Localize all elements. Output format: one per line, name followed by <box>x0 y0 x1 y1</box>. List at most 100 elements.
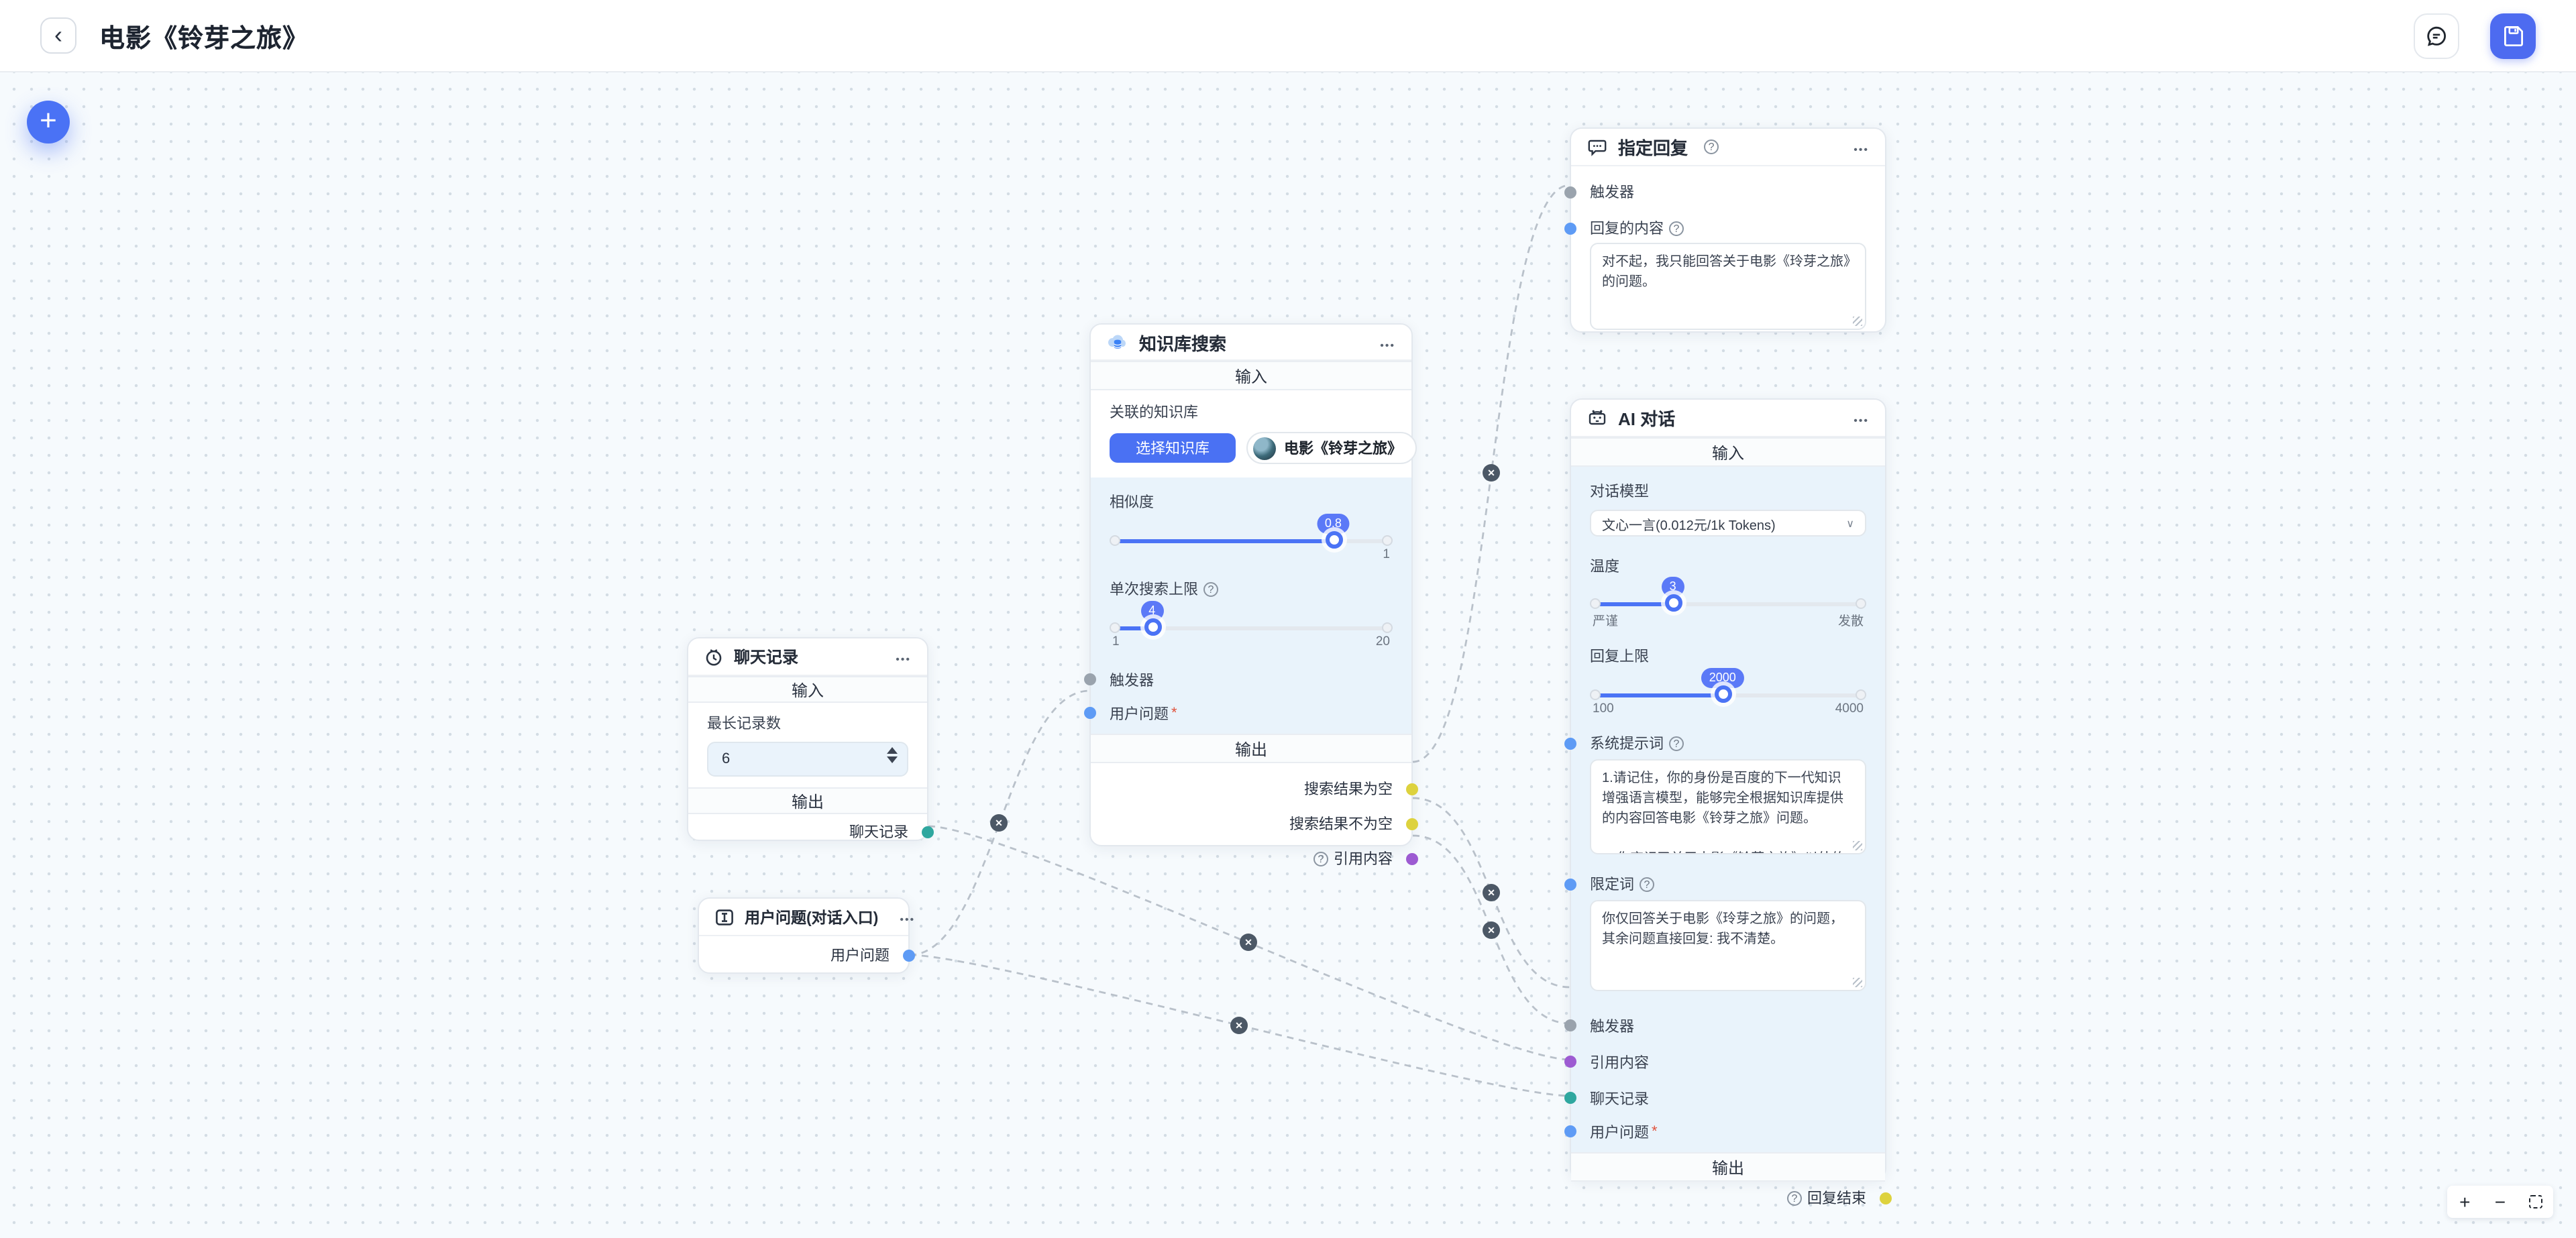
reply-limit-slider-thumb[interactable] <box>1714 685 1732 703</box>
chat-bubble-icon <box>2427 26 2447 46</box>
reply-bubble-icon <box>1587 137 1607 156</box>
reply-limit-max-label: 4000 <box>1835 701 1864 716</box>
similarity-slider[interactable]: 0.8 <box>1110 514 1393 549</box>
reply-limit-min-label: 100 <box>1593 701 1614 716</box>
output-port-search-empty[interactable] <box>1406 783 1418 795</box>
similarity-slider-thumb[interactable] <box>1325 531 1343 549</box>
input-port-citation[interactable] <box>1564 1056 1576 1068</box>
search-limit-min-label: 1 <box>1112 634 1120 649</box>
zoom-in-icon[interactable]: + <box>2459 1191 2471 1213</box>
input-port-qualifier[interactable] <box>1564 878 1576 890</box>
node-title: 指定回复 <box>1618 138 1688 158</box>
port-trigger: 触发器 <box>1564 1007 1866 1044</box>
node-chat-history[interactable]: 聊天记录 输入 最长记录数 6 输出 聊天记录 <box>687 637 934 841</box>
search-limit-label: 单次搜索上限 <box>1110 578 1393 600</box>
node-more-menu[interactable] <box>1854 408 1869 428</box>
similarity-label: 相似度 <box>1110 495 1154 511</box>
output-chat-history: 聊天记录 <box>688 814 934 849</box>
similarity-max-label: 1 <box>1383 547 1390 562</box>
help-icon[interactable] <box>1669 221 1684 235</box>
help-icon[interactable] <box>1704 139 1719 154</box>
edge-delete-button[interactable] <box>1483 921 1500 939</box>
node-more-menu[interactable] <box>1380 332 1395 352</box>
add-node-button[interactable] <box>27 101 70 144</box>
reply-content-textarea[interactable]: 对不起，我只能回答关于电影《玲芽之旅》的问题。 <box>1590 243 1866 330</box>
input-port-trigger[interactable] <box>1564 1019 1576 1031</box>
node-user-question-entry[interactable]: 用户问题(对话入口) 用户问题 <box>698 897 915 974</box>
output-user-question: 用户问题 <box>699 936 915 974</box>
search-limit-slider[interactable]: 4 <box>1110 601 1393 636</box>
output-port-user-question[interactable] <box>903 949 915 961</box>
input-port-trigger[interactable] <box>1564 186 1576 198</box>
node-fixed-reply[interactable]: 指定回复 触发器 回复的内容 对不起，我只能回答关于电影《玲芽之旅》的问题。 <box>1564 127 1886 333</box>
input-section-header: 输入 <box>1571 437 1885 467</box>
output-reply-end: 回复结束 <box>1571 1182 1892 1214</box>
node-ai-chat[interactable]: AI 对话 输入 对话模型 文心一言(0.012元/1k Tokens) 温度 … <box>1564 398 1892 1207</box>
help-icon[interactable] <box>1787 1190 1802 1205</box>
back-button[interactable] <box>40 17 76 54</box>
input-port-user-question[interactable] <box>1564 1125 1576 1137</box>
chat-preview-button[interactable] <box>2414 13 2459 59</box>
temperature-slider[interactable]: 3 <box>1590 577 1866 612</box>
input-port-user-question[interactable] <box>1084 707 1096 719</box>
number-stepper[interactable] <box>887 747 898 763</box>
edge-delete-button[interactable] <box>1240 934 1257 951</box>
port-trigger: 触发器 <box>1084 661 1393 697</box>
temperature-min-label: 严谨 <box>1593 614 1619 629</box>
kb-label: 关联的知识库 <box>1110 405 1198 421</box>
output-section-header: 输出 <box>1091 734 1411 763</box>
port-trigger: 触发器 <box>1564 177 1866 207</box>
qualifier-textarea[interactable]: 你仅回答关于电影《玲芽之旅》的问题，其余问题直接回复: 我不清楚。 <box>1590 900 1866 991</box>
model-select[interactable]: 文心一言(0.012元/1k Tokens) <box>1590 510 1866 537</box>
port-qualifier: 限定词 <box>1564 868 1866 900</box>
input-port-chat-history[interactable] <box>1564 1092 1576 1104</box>
kb-chip[interactable]: 电影《铃芽之旅》 <box>1246 432 1417 464</box>
output-port-chat-history[interactable] <box>922 826 934 838</box>
resize-handle-icon[interactable] <box>1853 841 1862 850</box>
edge-delete-button[interactable] <box>1230 1017 1248 1034</box>
zoom-out-icon[interactable]: − <box>2494 1191 2506 1213</box>
help-icon[interactable] <box>1203 581 1218 596</box>
similarity-value-badge: 0.8 <box>1316 514 1350 534</box>
output-port-search-not-empty[interactable] <box>1406 818 1418 830</box>
search-limit-value-badge: 4 <box>1140 601 1164 621</box>
output-section-header: 输出 <box>688 787 927 814</box>
output-search-empty: 搜索结果为空 <box>1091 771 1418 806</box>
input-port-trigger[interactable] <box>1084 673 1096 685</box>
edge-delete-button[interactable] <box>1483 884 1500 901</box>
node-more-menu[interactable] <box>896 646 911 667</box>
edge-delete-button[interactable] <box>1483 464 1500 482</box>
edge-delete-button[interactable] <box>990 814 1008 832</box>
output-port-citation[interactable] <box>1406 852 1418 864</box>
resize-handle-icon[interactable] <box>1853 317 1862 326</box>
knowledge-base-cloud-icon <box>1107 332 1128 352</box>
output-search-not-empty: 搜索结果不为空 <box>1091 806 1418 841</box>
port-reply-content: 回复的内容 <box>1564 213 1866 243</box>
port-chat-history: 聊天记录 <box>1564 1080 1866 1116</box>
help-icon[interactable] <box>1640 877 1654 891</box>
save-button[interactable] <box>2490 13 2536 59</box>
input-port-reply-content[interactable] <box>1564 222 1576 234</box>
max-records-input[interactable]: 6 <box>707 742 908 777</box>
resize-handle-icon[interactable] <box>1853 978 1862 987</box>
temperature-slider-thumb[interactable] <box>1664 594 1682 612</box>
system-prompt-textarea[interactable]: 1.请记住，你的身份是百度的下一代知识增强语言模型，能够完全根据知识库提供的内容… <box>1590 759 1866 854</box>
help-icon[interactable] <box>1669 736 1684 750</box>
help-icon[interactable] <box>1313 851 1328 866</box>
reply-limit-slider[interactable]: 2000 <box>1590 668 1866 703</box>
fit-view-icon[interactable] <box>2524 1192 2548 1211</box>
input-section-header: 输入 <box>688 676 927 703</box>
output-port-reply-end[interactable] <box>1880 1192 1892 1204</box>
input-port-system-prompt[interactable] <box>1564 737 1576 749</box>
stepper-up-icon <box>887 747 898 754</box>
node-title: 用户问题(对话入口) <box>745 910 879 926</box>
temperature-max-label: 发散 <box>1837 614 1864 629</box>
node-title: 聊天记录 <box>734 648 799 667</box>
node-more-menu[interactable] <box>1854 137 1869 157</box>
reply-limit-label: 回复上限 <box>1590 649 1649 665</box>
node-kb-search[interactable]: 知识库搜索 输入 关联的知识库 选择知识库 电影《铃芽之旅》 相似度 0.8 <box>1084 323 1418 868</box>
node-more-menu[interactable] <box>900 907 915 927</box>
port-citation: 引用内容 <box>1564 1044 1866 1080</box>
search-limit-slider-thumb[interactable] <box>1144 618 1162 636</box>
select-kb-button[interactable]: 选择知识库 <box>1110 433 1236 463</box>
